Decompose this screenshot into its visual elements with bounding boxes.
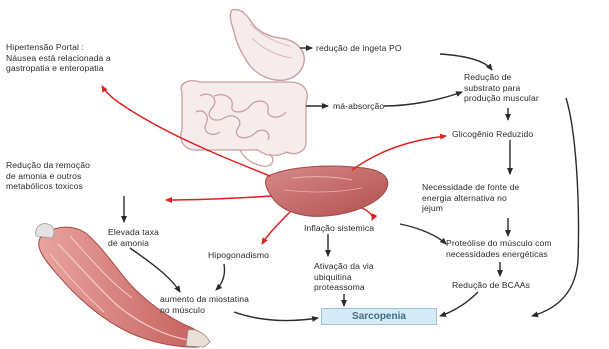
liver-illustration bbox=[266, 166, 388, 216]
label-hipogonadismo: Hipogonadismo bbox=[208, 250, 269, 261]
intestine-illustration bbox=[181, 81, 307, 167]
label-reducao-bcaas: Redução de BCAAs bbox=[452, 280, 530, 291]
arrow-liver-to-remocao bbox=[166, 196, 272, 200]
label-inflacao-sistemica: Inflação sistemica bbox=[304, 223, 374, 234]
arrow-inflacao-to-proteolise bbox=[400, 224, 446, 244]
label-reducao-ingesta: redução de ingeta PO bbox=[316, 43, 402, 54]
arrow-hipogonadismo-to-aumento bbox=[216, 264, 225, 290]
label-glicogenio-reduzido: Glicogênio Reduzido bbox=[452, 129, 533, 140]
label-hipertensao-portal: Hipertensão Portal : Náusea está relacio… bbox=[6, 42, 111, 74]
label-elevada-amonia: Elevada taxa de amonia bbox=[108, 227, 159, 248]
label-reducao-remocao: Redução da remoção de amonia e outros me… bbox=[6, 160, 90, 192]
sarcopenia-box: Sarcopenia bbox=[321, 308, 437, 325]
arrow-liver-to-inflacao bbox=[362, 208, 373, 220]
sarcopenia-label: Sarcopenia bbox=[352, 311, 406, 322]
label-ma-absorcao: má-absorção bbox=[333, 101, 384, 112]
arrow-bcaas-to-sarcopenia bbox=[440, 292, 478, 316]
label-ativacao-via: Ativação da via ubiquitina proteassoma bbox=[314, 261, 374, 293]
arrow-liver-to-hipogonadismo bbox=[262, 212, 290, 244]
arrow-substrato-long-right bbox=[532, 98, 579, 316]
label-proteolise: Proteólise do músculo com necessidades e… bbox=[446, 238, 552, 259]
stomach-illustration bbox=[230, 10, 304, 81]
label-necessidade-fonte: Necessidade de fonte de energia alternat… bbox=[422, 182, 519, 214]
arrow-maabsorcao-to-substrato bbox=[384, 92, 462, 106]
arrow-liver-to-glicogenio bbox=[352, 136, 446, 170]
label-reducao-substrato: Redução de substrato para produção muscu… bbox=[464, 72, 539, 104]
arrow-elevada-to-aumento bbox=[130, 248, 180, 292]
label-aumento-miostatina: aumento da miostatina no músculo bbox=[160, 294, 249, 315]
arrow-ingesta-to-substrato bbox=[440, 54, 492, 70]
